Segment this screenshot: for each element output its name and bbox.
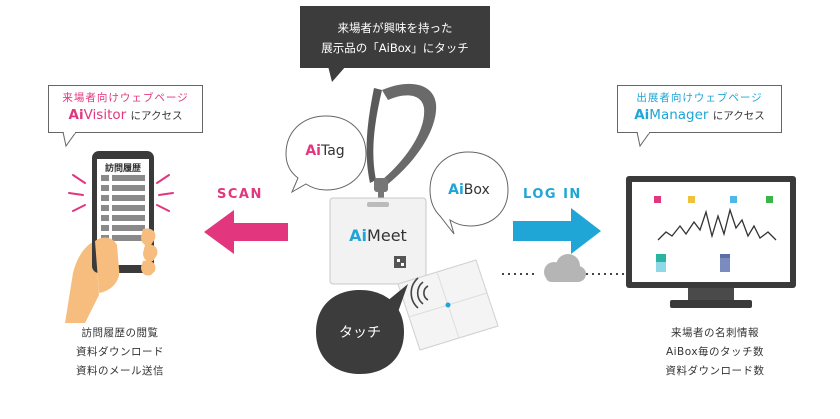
hand-holding-phone-illustration (65, 151, 174, 323)
aitag-logo-ai: Ai (305, 143, 321, 159)
touch-bubble-label: タッチ (339, 325, 381, 341)
manager-page-callout: 出展者向けウェブページ AiManager にアクセス (617, 85, 782, 133)
dashboard-line-chart (657, 207, 777, 241)
scan-label: SCAN (217, 187, 263, 202)
monitor-illustration (626, 176, 796, 308)
finger-1 (141, 228, 156, 246)
visitor-feature-item: 資料のメール送信 (76, 365, 164, 377)
scan-sparks-right (156, 174, 174, 212)
aivisitor-logo-ai: Ai (68, 107, 84, 123)
aibox-logo-ai: Ai (448, 182, 464, 198)
visitor-callout-suffix: にアクセス (130, 110, 183, 122)
manager-callout-suffix: にアクセス (712, 110, 765, 122)
cloud-icon (544, 254, 586, 282)
visitor-feature-item: 訪問履歴の閲覧 (81, 327, 159, 339)
monitor-stand (670, 300, 752, 308)
manager-callout-brand: AiManager にアクセス (618, 108, 781, 124)
monitor-neck (688, 288, 734, 300)
manager-features-list: 来場者の名刺情報 AiBox毎のタッチ数 資料ダウンロード数 (640, 324, 790, 381)
visitor-feature-item: 資料ダウンロード (76, 346, 164, 358)
badge-slot (367, 202, 389, 207)
aibox-bubble-label: AiBox (430, 182, 508, 198)
scan-sparks-left (68, 174, 86, 212)
aimanager-logo-rest: Manager (649, 107, 709, 123)
login-arrow (513, 208, 601, 254)
finger-2 (143, 244, 158, 262)
visitor-callout-brand: AiVisitor にアクセス (49, 108, 202, 124)
center-illustration (285, 83, 509, 374)
manager-feature-item: 資料ダウンロード数 (665, 365, 765, 377)
aitag-bubble (285, 115, 367, 194)
manager-callout-tail (636, 132, 651, 148)
aitag-bubble-label: AiTag (285, 143, 365, 159)
top-callout-line2: 展示品の「AiBox」にタッチ (321, 41, 469, 55)
visitor-callout-title: 来場者向けウェブページ (62, 92, 189, 104)
dashboard-bars (656, 254, 730, 272)
scan-arrow (204, 210, 288, 254)
top-callout-tail (328, 66, 346, 82)
phone-screen-title: 訪問履歴 (104, 164, 141, 174)
finger-3 (141, 260, 156, 276)
manager-callout-title: 出展者向けウェブページ (636, 92, 763, 104)
aimeet-logo-ai: Ai (349, 226, 368, 245)
aivisitor-logo-rest: Visitor (83, 107, 127, 123)
hand-palm (95, 237, 120, 293)
visitor-features-list: 訪問履歴の閲覧 資料ダウンロード 資料のメール送信 (50, 324, 190, 381)
lanyard-right (382, 83, 437, 184)
aimanager-logo-ai: Ai (634, 107, 650, 123)
top-instruction-callout: 来場者が興味を持った 展示品の「AiBox」にタッチ (300, 6, 490, 68)
aitag-logo-rest: Tag (320, 143, 345, 159)
aibox-bubble (429, 151, 509, 235)
aibox-logo-rest: Box (463, 182, 490, 198)
aimeet-logo-rest: Meet (367, 226, 407, 245)
login-label: LOG IN (523, 187, 582, 202)
touch-bubble (316, 284, 408, 374)
visitor-callout-tail (62, 132, 77, 148)
top-callout-line1: 来場者が興味を持った (337, 21, 453, 35)
arm (65, 241, 99, 323)
visitor-page-callout: 来場者向けウェブページ AiVisitor にアクセス (48, 85, 203, 133)
cloud-connection (502, 254, 626, 282)
aimeet-badge-logo: AiMeet (330, 226, 426, 245)
manager-feature-item: 来場者の名刺情報 (671, 327, 759, 339)
lanyard-clip (374, 178, 388, 192)
manager-feature-item: AiBox毎のタッチ数 (665, 346, 765, 358)
dashboard-indicators (654, 196, 773, 203)
lanyard-left (366, 88, 382, 183)
aibox-device (397, 259, 499, 351)
